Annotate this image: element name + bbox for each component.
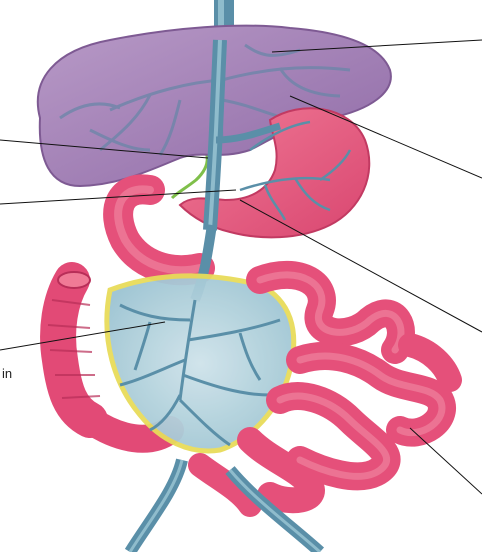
cropped-label-text: in [2, 366, 12, 381]
colon-opening [58, 272, 90, 288]
leader-line-small-intestine [410, 428, 482, 494]
